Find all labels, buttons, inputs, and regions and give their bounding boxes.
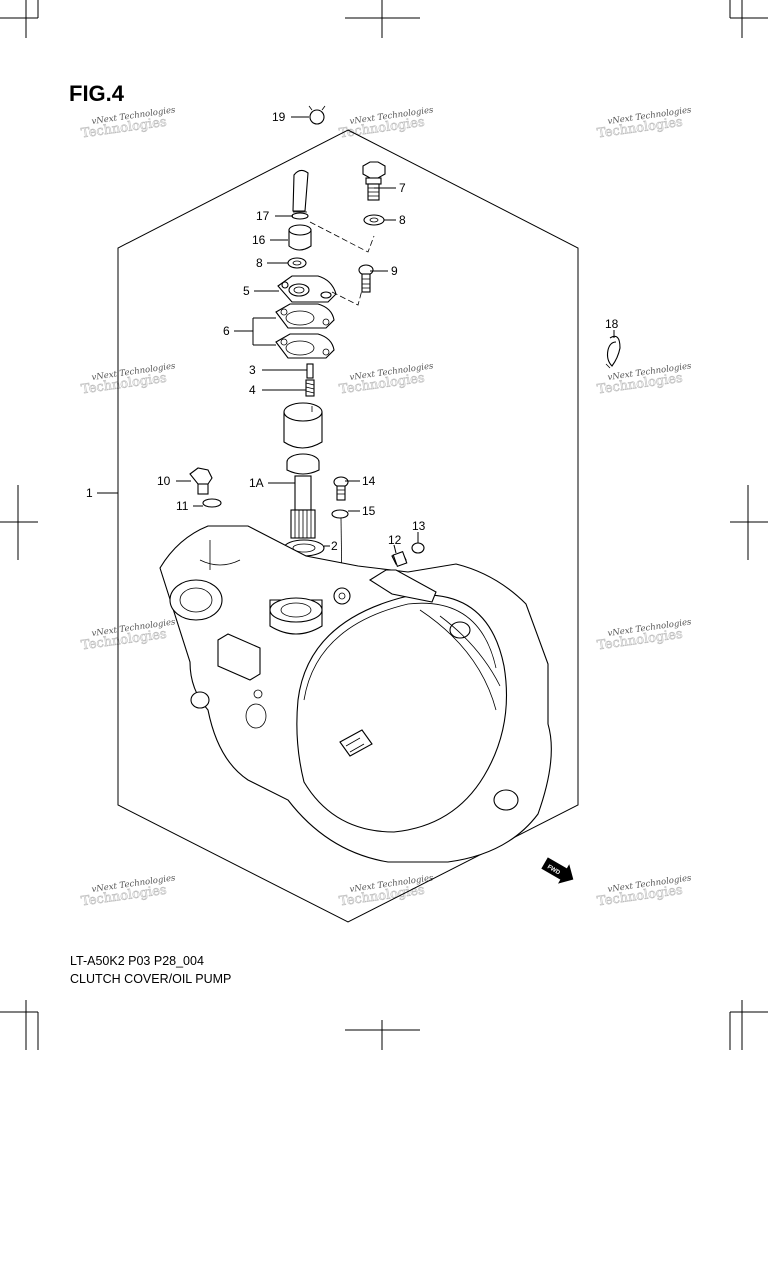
part-12-dowel [391,550,408,568]
leader-dashed [331,289,363,306]
callout-12: 12 [388,533,402,547]
callout-1a: 1A [249,476,264,490]
callout-3: 3 [249,363,256,377]
callout-6: 6 [223,324,230,338]
callout-17: 17 [256,209,270,223]
watermark: Technologies vNext Technologies [80,617,177,654]
part-16-fitting [288,224,312,251]
callout-16: 16 [252,233,266,247]
watermark: Technologies vNext Technologies [80,361,177,398]
part-1a-pump-shaft [286,453,320,539]
pump-rotor [283,402,323,449]
figure-title: FIG.4 [69,81,125,106]
callout-5: 5 [243,284,250,298]
part-18-clip [605,335,621,369]
watermark: Technologies vNext Technologies [596,873,693,910]
part-14-screw [333,476,349,501]
callout-8: 8 [399,213,406,227]
model-code: LT-A50K2 P03 P28_004 [70,954,204,968]
callout-7: 7 [399,181,406,195]
figure-caption: CLUTCH COVER/OIL PUMP [70,972,231,986]
callout-14: 14 [362,474,376,488]
callout-19: 19 [272,110,286,124]
part-5-pump-cover [277,275,337,303]
part-13-oring [411,542,425,554]
watermark: Technologies vNext Technologies [338,361,435,398]
assembly-outline [117,129,579,923]
part-4-spring [305,379,315,397]
callout-1: 1 [86,486,93,500]
callout-2: 2 [331,539,338,553]
part-9-screw [358,264,374,293]
watermark: Technologies vNext Technologies [338,873,435,910]
watermark: Technologies vNext Technologies [80,105,177,142]
callout-10: 10 [157,474,171,488]
watermark: Technologies vNext Technologies [80,873,177,910]
leader-lines [97,116,615,554]
part-11-gasket [202,498,222,508]
part-8-washer [363,214,385,226]
watermark: Technologies vNext Technologies [596,617,693,654]
callout-11: 11 [176,499,189,513]
callout-9: 9 [391,264,398,278]
part-6-gasket [275,303,335,329]
fwd-arrow-icon: FWD [541,857,574,884]
callout-18: 18 [605,317,619,331]
callout-labels: 19 7 8 17 16 8 9 5 6 18 3 4 10 1A 14 1 1… [86,110,619,553]
part-1-clutch-cover [159,525,552,863]
watermark: Technologies vNext Technologies [596,105,693,142]
part-17-hose [291,169,309,220]
crop-marks [0,0,768,1050]
part-10-plug [189,467,213,495]
part-8-washer [287,257,307,269]
watermark: Technologies vNext Technologies [338,105,435,142]
callout-4: 4 [249,383,256,397]
part-7-bolt [362,161,386,201]
part-3-pin [306,363,314,379]
part-15-washer [331,509,349,519]
callout-8: 8 [256,256,263,270]
part-19-cap [308,105,326,125]
leader-dashed [309,221,375,253]
part-6-gasket [275,333,335,359]
callout-13: 13 [412,519,426,533]
callout-15: 15 [362,504,376,518]
watermark: Technologies vNext Technologies [596,361,693,398]
